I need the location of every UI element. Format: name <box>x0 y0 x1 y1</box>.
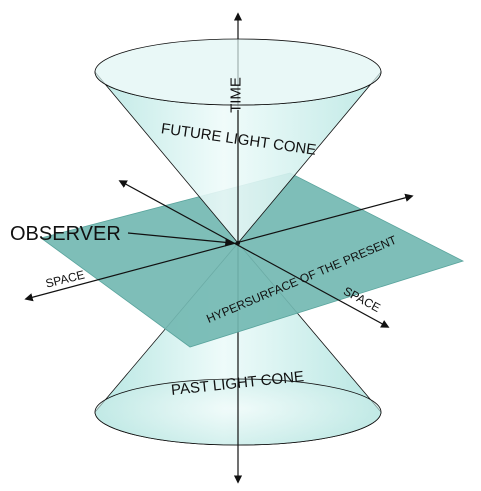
future-cone-rim <box>94 38 382 106</box>
observer-pointer <box>127 232 240 247</box>
space-axis-2 <box>118 180 390 328</box>
observer-label: OBSERVER <box>10 223 121 245</box>
observer-point <box>236 241 240 245</box>
time-label: TIME <box>228 77 245 113</box>
space-axes <box>24 180 414 328</box>
space-label-left: SPACE <box>44 268 86 291</box>
future-light-cone <box>94 38 382 244</box>
